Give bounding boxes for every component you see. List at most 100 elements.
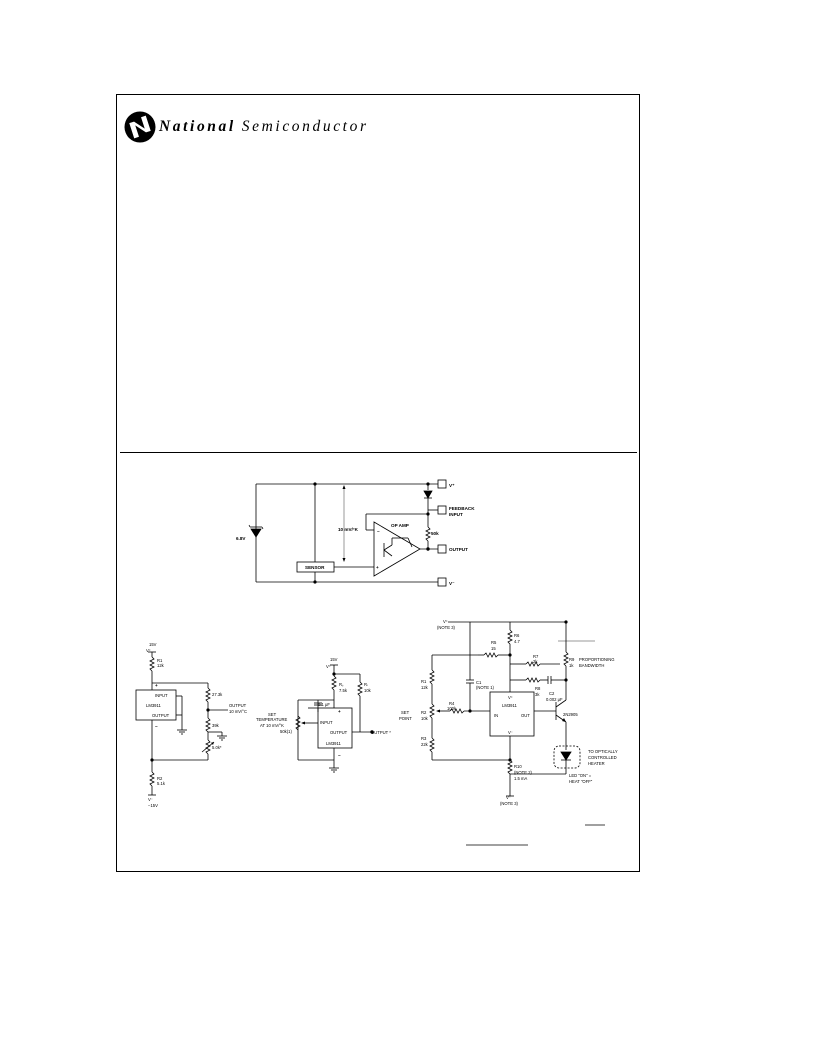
f3-vplus-label: V⁺	[326, 664, 331, 669]
brand-light: Semiconductor	[241, 118, 369, 135]
f4-opt1-label: TO OPTICALLY	[588, 749, 618, 754]
f3-chip-label: LM3911	[326, 741, 341, 746]
op-amp-symbol	[373, 521, 421, 577]
f4-r9v-label: 1k	[569, 663, 574, 668]
f2-plus-label: +	[155, 683, 158, 688]
f2-r1-label: R1	[157, 658, 163, 663]
f4-c2v-label: 0.002 μF	[546, 697, 563, 702]
f2-r27-label: 27.3k	[212, 692, 223, 697]
f3-set1-label: SET	[268, 712, 277, 717]
f3-cap-label: 0.1 μF	[318, 702, 330, 707]
f2-r5-label: 5.0k*	[212, 745, 222, 750]
f2-chip-label: LM3911	[146, 703, 161, 708]
f4-q-label: 2N2905	[563, 712, 578, 717]
f3-rl-label: Rₗ	[364, 682, 368, 687]
f4-note3b-label: (NOTE 3)	[500, 801, 519, 806]
f4-c1n-label: (NOTE 1)	[476, 685, 495, 690]
f1-feedback-label: FEEDBACK	[449, 506, 475, 511]
lm3911-chip-c	[489, 691, 535, 737]
f4-r4-label: R4	[449, 701, 455, 706]
f2-15v-label: 15V	[149, 642, 157, 647]
f3-rs-label: Rₛ	[339, 682, 344, 687]
lm3911-chip-b	[317, 707, 353, 749]
figure-3-setpoint-circuit	[295, 664, 374, 773]
f3-set2-label: TEMPERATURE	[256, 717, 288, 722]
f3-plus-label: +	[338, 709, 341, 714]
f4-r4v-label: 100k	[447, 706, 457, 711]
f3-minus-label: −	[338, 753, 341, 758]
figure-2-celsius-circuit	[135, 651, 228, 796]
f1-minus-label: −	[377, 529, 380, 534]
f4-opt2-label: CONTROLLED	[588, 755, 617, 760]
lm3911-chip-a	[135, 689, 177, 721]
f4-r10-label: R10	[514, 764, 522, 769]
page-frame	[116, 94, 640, 872]
f4-set1-label: SET	[401, 710, 410, 715]
f2-r2v-label: 5.1k	[157, 781, 166, 786]
f2-r2-label: R2	[157, 776, 163, 781]
f1-plus-label: +	[376, 565, 379, 570]
brand-bold: National	[159, 118, 236, 135]
f3-rlv-label: 10k	[364, 688, 372, 693]
f1-vminus-label: V⁻	[449, 581, 455, 586]
f3-output-label: OUTPUT	[330, 730, 348, 735]
optocoupler-outline	[553, 745, 581, 769]
f1-opamp-label: OP AMP	[391, 523, 409, 528]
f2-vminus-label: V⁻	[148, 797, 153, 802]
national-logo-icon	[124, 111, 156, 143]
f4-r10n-label: (NOTE 2)	[514, 770, 533, 775]
f4-chip-label: LM3911	[502, 703, 517, 708]
f2-r1v-label: 12k	[157, 663, 165, 668]
f2-vm15-label: −15V	[148, 803, 158, 808]
f4-r1v-label: 12k	[421, 685, 429, 690]
f4-chip-vm-label: V⁻	[508, 730, 513, 735]
f4-vminus-label: V⁻	[506, 795, 511, 800]
f2-output-label: OUTPUT	[152, 713, 170, 718]
f1-feedback2-label: INPUT	[449, 512, 463, 517]
f4-r10v-label: 1.5 mA	[514, 776, 527, 781]
f1-r50k-label: 50k	[431, 531, 439, 536]
f4-r3v-label: 22k	[421, 742, 429, 747]
f4-r5-label: R5	[491, 640, 497, 645]
f3-15v-label: 15V	[330, 657, 338, 662]
f4-r2-label: R2	[421, 710, 427, 715]
f4-c2-label: C2	[549, 691, 555, 696]
f4-r6-label: R6	[514, 633, 520, 638]
f3-out-label: OUTPUT *	[371, 730, 391, 735]
f1-output-label: OUTPUT	[449, 547, 468, 552]
f4-chip-v-label: V⁺	[508, 695, 513, 700]
f4-r9-label: R9	[569, 657, 575, 662]
figure-4-heater-controller	[429, 620, 595, 797]
f4-opt3-label: HEATER	[588, 761, 605, 766]
f4-prop1-label: PROPORTIONING	[579, 657, 615, 662]
f4-note3-label: (NOTE 3)	[437, 625, 456, 630]
f4-r5v-label: 15	[491, 646, 496, 651]
f3-rsv-label: 7.5k	[339, 688, 348, 693]
brand-name: National Semiconductor	[159, 118, 369, 136]
f4-r7v-label: 2k	[533, 659, 538, 664]
f4-c1-label: C1	[476, 680, 482, 685]
f4-r2v-label: 10k	[421, 716, 429, 721]
f4-vplus-label: V⁺	[443, 619, 448, 624]
f4-r6v-label: 4.7	[514, 639, 520, 644]
f1-vplus-label: V⁺	[449, 483, 455, 488]
figure-1-block-diagram	[248, 479, 447, 587]
f4-r3-label: R3	[421, 736, 427, 741]
f4-led1-label: LED "ON" =	[569, 773, 592, 778]
f4-led2-label: HEAT "OFF"	[569, 779, 593, 784]
f4-r1-label: R1	[421, 679, 427, 684]
f4-set2-label: POINT	[399, 716, 412, 721]
f4-r8-label: R8	[535, 686, 541, 691]
f2-out2-label: 10 mV/°C	[229, 709, 247, 714]
f2-input-label: INPUT	[155, 693, 168, 698]
f4-r7-label: R7	[533, 654, 539, 659]
f2-vplus-label: V⁺	[146, 648, 151, 653]
f4-prop2-label: BANDWIDTH	[579, 663, 604, 668]
f2-minus-label: −	[155, 724, 158, 729]
f4-out-label: OUT	[521, 713, 530, 718]
f3-input-label: INPUT	[320, 720, 333, 725]
f4-in-label: IN	[494, 713, 498, 718]
f1-sensor-label: SENSOR	[305, 565, 325, 570]
f1-slope-label: 10 mV/°K	[338, 527, 359, 532]
